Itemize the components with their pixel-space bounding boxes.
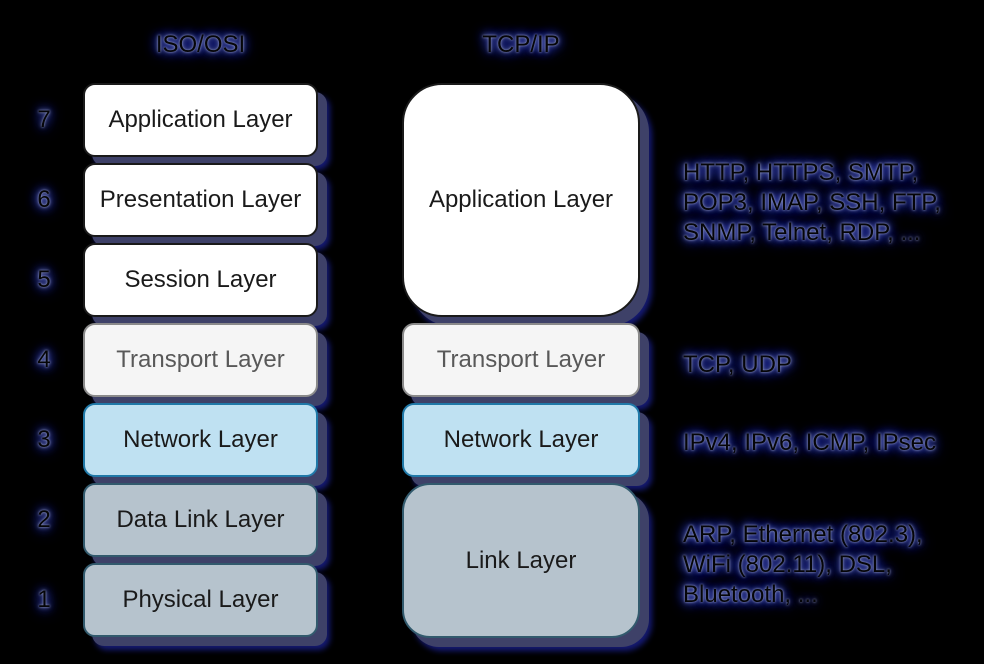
tcpip-layer-network: Network Layer [402, 403, 640, 477]
protocols-application-list: HTTP, HTTPS, SMTP, POP3, IMAP, SSH, FTP,… [683, 158, 983, 248]
protocols-transport-list: TCP, UDP [683, 350, 983, 380]
tcpip-layer-application-label: Application Layer [428, 186, 614, 213]
tcpip-layer-application: Application Layer [402, 83, 640, 317]
tcpip-layer-transport-label: Transport Layer [436, 346, 606, 373]
protocols-application-line-2: POP3, IMAP, SSH, FTP, [683, 189, 941, 216]
osi-layer-session: Session Layer [83, 243, 318, 317]
protocols-application-line-3: SNMP, Telnet, RDP, ... [683, 219, 921, 246]
osi-layer-physical: Physical Layer [83, 563, 318, 637]
osi-layer-physical-label: Physical Layer [122, 586, 279, 613]
protocols-network-line-1: IPv4, IPv6, ICMP, IPsec [683, 429, 936, 456]
layer-number-5: 5 [37, 266, 51, 293]
layer-number-2: 2 [37, 506, 51, 533]
tcpip-layer-link-label: Link Layer [465, 546, 577, 574]
osi-layer-presentation: Presentation Layer [83, 163, 318, 237]
protocols-link-line-2: WiFi (802.11), DSL, [683, 551, 892, 578]
layer-number-7: 7 [37, 106, 51, 133]
tcpip-layer-transport: Transport Layer [402, 323, 640, 397]
protocols-application-line-1: HTTP, HTTPS, SMTP, [683, 159, 919, 186]
osi-layer-transport-label: Transport Layer [116, 346, 285, 373]
tcpip-layer-network-label: Network Layer [443, 426, 599, 453]
osi-layer-presentation-label: Presentation Layer [99, 186, 302, 213]
protocols-transport-line-1: TCP, UDP [683, 351, 792, 378]
tcpip-layer-link: Link Layer [402, 483, 640, 638]
osi-layer-datalink-label: Data Link Layer [116, 506, 285, 533]
osi-layer-application-label: Application Layer [108, 106, 293, 133]
layer-number-3: 3 [37, 426, 51, 453]
osi-layer-transport: Transport Layer [83, 323, 318, 397]
protocols-network-list: IPv4, IPv6, ICMP, IPsec [683, 428, 983, 458]
osi-column-title: ISO/OSI [155, 31, 246, 58]
osi-layer-application: Application Layer [83, 83, 318, 157]
protocols-link-list: ARP, Ethernet (802.3), WiFi (802.11), DS… [683, 520, 983, 610]
osi-layer-datalink: Data Link Layer [83, 483, 318, 557]
osi-layer-network: Network Layer [83, 403, 318, 477]
osi-layer-network-label: Network Layer [123, 426, 278, 453]
tcpip-column-title: TCP/IP [482, 31, 560, 58]
layer-number-1: 1 [37, 586, 51, 613]
osi-layer-session-label: Session Layer [124, 266, 277, 293]
layer-number-6: 6 [37, 186, 51, 213]
protocols-link-line-1: ARP, Ethernet (802.3), [683, 521, 923, 548]
layer-number-4: 4 [37, 346, 51, 373]
protocols-link-line-3: Bluetooth, ... [683, 581, 818, 608]
